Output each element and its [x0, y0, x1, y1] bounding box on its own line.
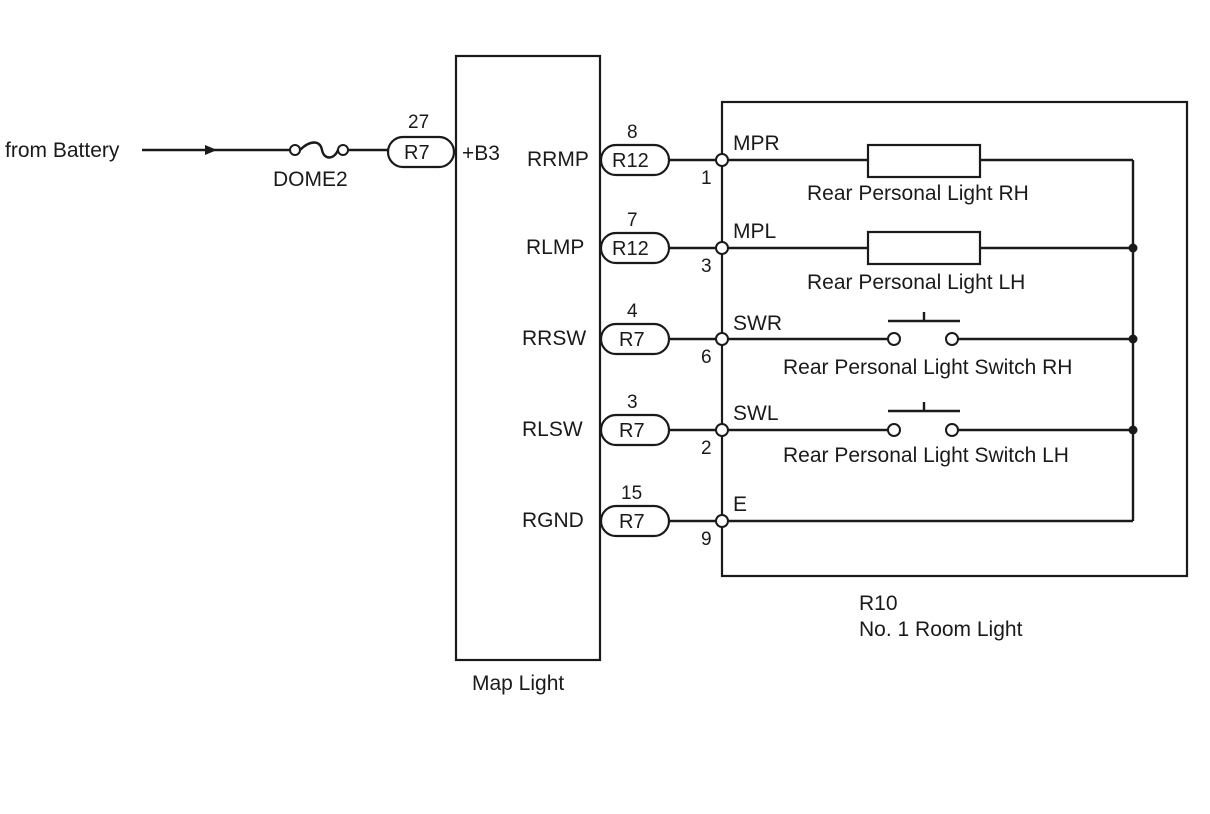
rear-personal-light-switch-rh-icon: [887, 312, 960, 346]
room-light-pin-swr: 6: [701, 347, 712, 368]
current-flow-arrow-icon: [205, 145, 217, 155]
rear-personal-light-switch-rh-label: Rear Personal Light Switch RH: [783, 356, 1072, 379]
junction-dot: [1128, 243, 1138, 253]
connector-code-rlmp: R12: [612, 238, 649, 260]
battery-connector-pin: 27: [408, 112, 429, 133]
room-light-terminal-e: [715, 514, 729, 528]
room-light-terminal-mpr: [715, 153, 729, 167]
room-light-terminal-name-mpr: MPR: [733, 132, 780, 155]
map-light-label: Map Light: [472, 672, 564, 695]
map-light-terminal-rlmp: RLMP: [526, 236, 584, 259]
room-light-terminal-name-swr: SWR: [733, 312, 782, 335]
junction-dot: [1128, 334, 1138, 344]
map-light-terminal-rrsw: RRSW: [522, 327, 586, 350]
connector-pin-rlmp: 7: [627, 210, 638, 231]
connector-pin-rgnd: 15: [621, 483, 642, 504]
battery-connector: [386, 135, 456, 169]
rear-personal-light-switch-lh-icon: [887, 402, 960, 437]
room-light-terminal-swr: [715, 332, 729, 346]
battery-connector-code: R7: [404, 142, 430, 164]
room-light-pin-e: 9: [701, 529, 712, 550]
room-light-terminal-swl: [715, 423, 729, 437]
junction-dot: [1128, 425, 1138, 435]
rear-personal-light-lh-label: Rear Personal Light LH: [807, 271, 1025, 294]
connector-code-rlsw: R7: [619, 420, 645, 442]
rear-personal-light-lh-lamp: [866, 230, 982, 266]
map-light-terminal-rlsw: RLSW: [522, 418, 583, 441]
map-light-terminal-rgnd: RGND: [522, 509, 584, 532]
room-light-terminal-name-e: E: [733, 493, 747, 516]
room-light-pin-mpl: 3: [701, 256, 712, 277]
connector-code-rrsw: R7: [619, 329, 645, 351]
map-light-terminal-b3: +B3: [462, 142, 500, 165]
room-light-terminal-mpl: [715, 241, 729, 255]
connector-code-rrmp: R12: [612, 150, 649, 172]
fuse-dome2: [289, 141, 349, 159]
connector-pin-rrmp: 8: [627, 122, 638, 143]
room-light-code: R10: [859, 592, 898, 615]
room-light-pin-mpr: 1: [701, 168, 712, 189]
connector-code-rgnd: R7: [619, 511, 645, 533]
room-light-pin-swl: 2: [701, 438, 712, 459]
room-light-terminal-name-swl: SWL: [733, 402, 779, 425]
rear-personal-light-rh-label: Rear Personal Light RH: [807, 182, 1029, 205]
map-light-box: [454, 54, 602, 662]
rear-personal-light-switch-lh-label: Rear Personal Light Switch LH: [783, 444, 1069, 467]
connector-pin-rlsw: 3: [627, 392, 638, 413]
room-light-label: No. 1 Room Light: [859, 618, 1023, 641]
connector-pin-rrsw: 4: [627, 301, 638, 322]
battery-source-label: from Battery: [5, 139, 120, 162]
map-light-terminal-rrmp: RRMP: [527, 148, 589, 171]
fuse-label: DOME2: [273, 168, 348, 191]
rear-personal-light-rh-lamp: [866, 143, 982, 179]
room-light-terminal-name-mpl: MPL: [733, 220, 776, 243]
